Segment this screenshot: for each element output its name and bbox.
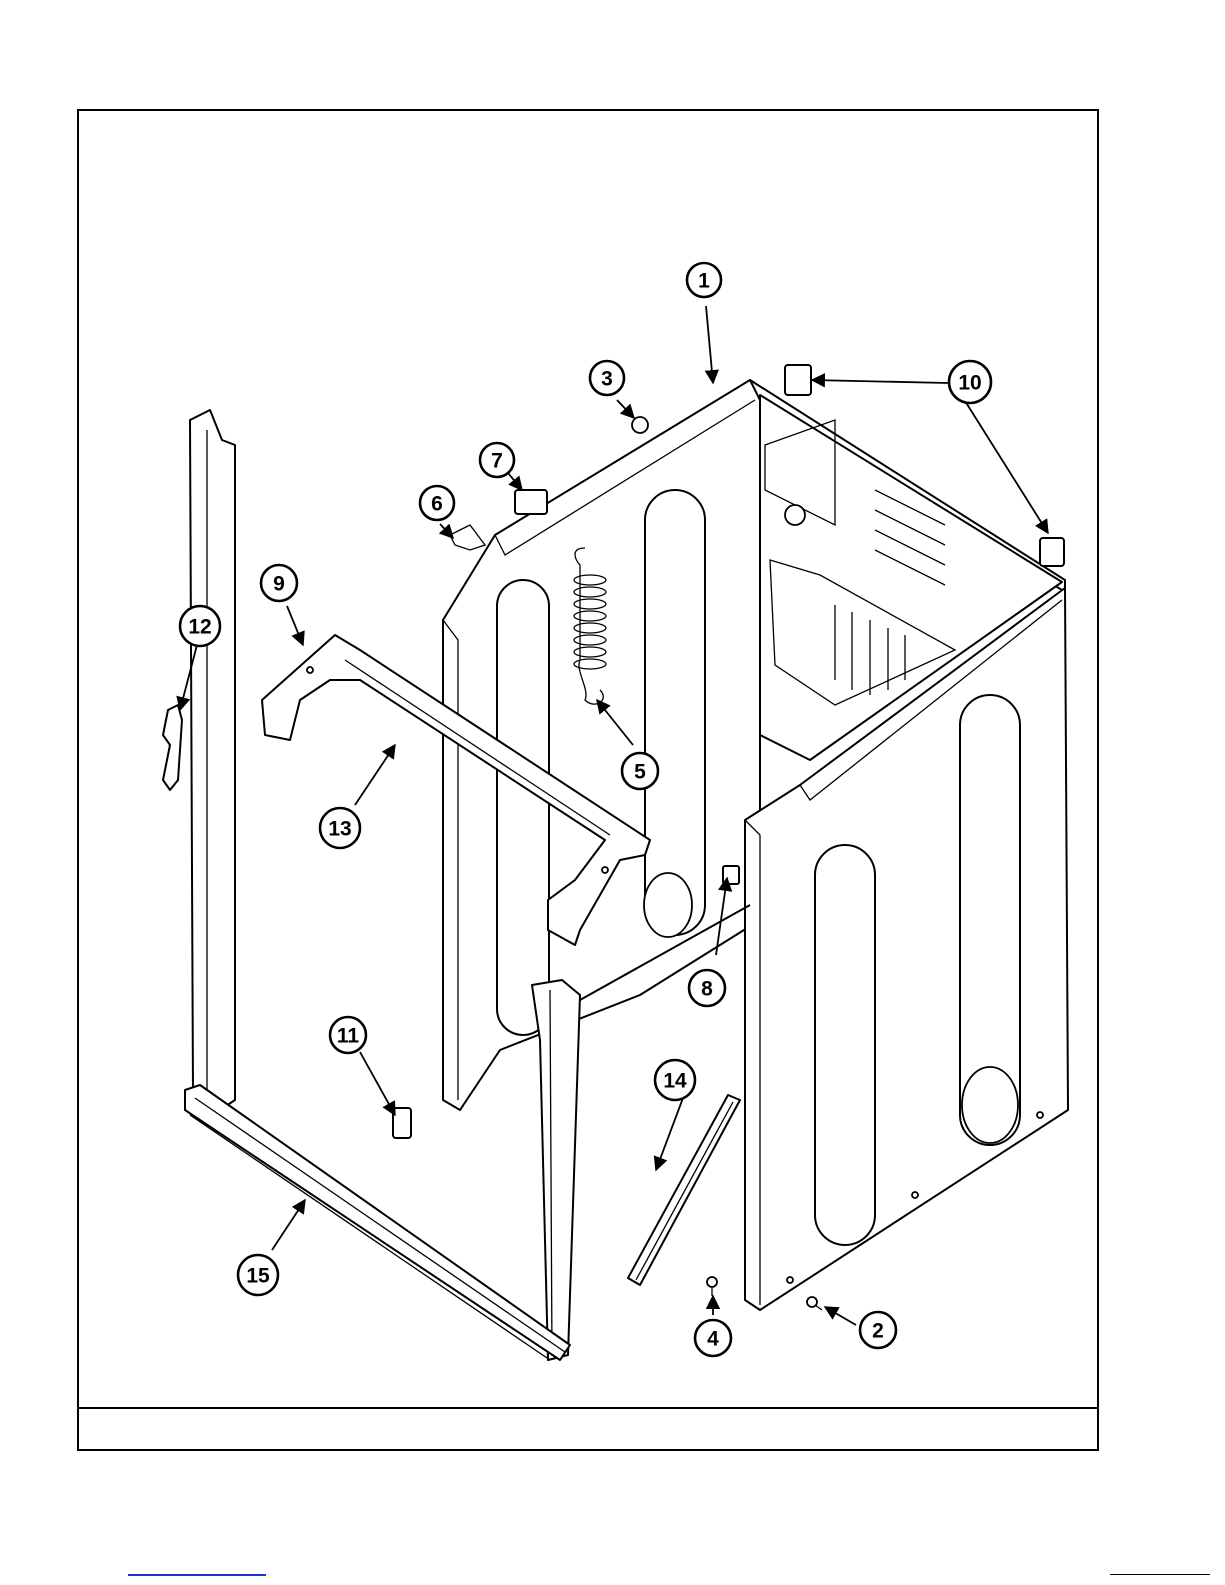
callout-15: 15 <box>238 1255 278 1295</box>
callout-10: 10 <box>949 361 991 403</box>
svg-text:6: 6 <box>431 493 443 516</box>
footer-rule <box>1110 1574 1210 1575</box>
footer-link-underline <box>128 1574 266 1576</box>
svg-text:9: 9 <box>273 573 285 596</box>
svg-text:1: 1 <box>698 270 710 293</box>
callout-3: 3 <box>590 361 624 395</box>
svg-text:10: 10 <box>958 372 981 395</box>
svg-text:4: 4 <box>707 1328 719 1351</box>
clip-11 <box>393 1108 411 1138</box>
callout-4: 4 <box>695 1320 731 1356</box>
latch-7 <box>515 490 547 514</box>
screw-2 <box>807 1297 822 1310</box>
bracket-10a <box>785 365 811 395</box>
hinge-pin-12 <box>163 705 182 790</box>
callout-9: 9 <box>261 565 297 601</box>
screw-4 <box>707 1277 717 1296</box>
svg-text:3: 3 <box>601 368 613 391</box>
callout-11: 11 <box>330 1017 366 1053</box>
callout-1: 1 <box>687 263 721 297</box>
callout-12: 12 <box>180 606 220 646</box>
clip-6 <box>450 525 485 550</box>
svg-text:15: 15 <box>246 1265 270 1288</box>
clip-8 <box>723 866 739 884</box>
callout-6: 6 <box>420 486 454 520</box>
svg-text:8: 8 <box>701 978 713 1001</box>
callout-7: 7 <box>480 443 514 477</box>
bracket-10b <box>1040 538 1064 566</box>
svg-text:13: 13 <box>328 818 351 841</box>
svg-text:7: 7 <box>491 450 503 473</box>
callout-5: 5 <box>622 753 658 789</box>
svg-text:5: 5 <box>634 761 646 784</box>
rod-14-edge <box>636 1102 733 1280</box>
nut-3 <box>632 417 648 433</box>
svg-text:14: 14 <box>663 1070 687 1093</box>
callout-14: 14 <box>655 1060 695 1100</box>
callout-8: 8 <box>689 970 725 1006</box>
svg-text:2: 2 <box>872 1320 884 1343</box>
svg-text:11: 11 <box>337 1025 360 1048</box>
rod-14 <box>628 1095 740 1285</box>
callout-13: 13 <box>320 808 360 848</box>
svg-text:12: 12 <box>188 616 211 639</box>
callout-2: 2 <box>860 1312 896 1348</box>
